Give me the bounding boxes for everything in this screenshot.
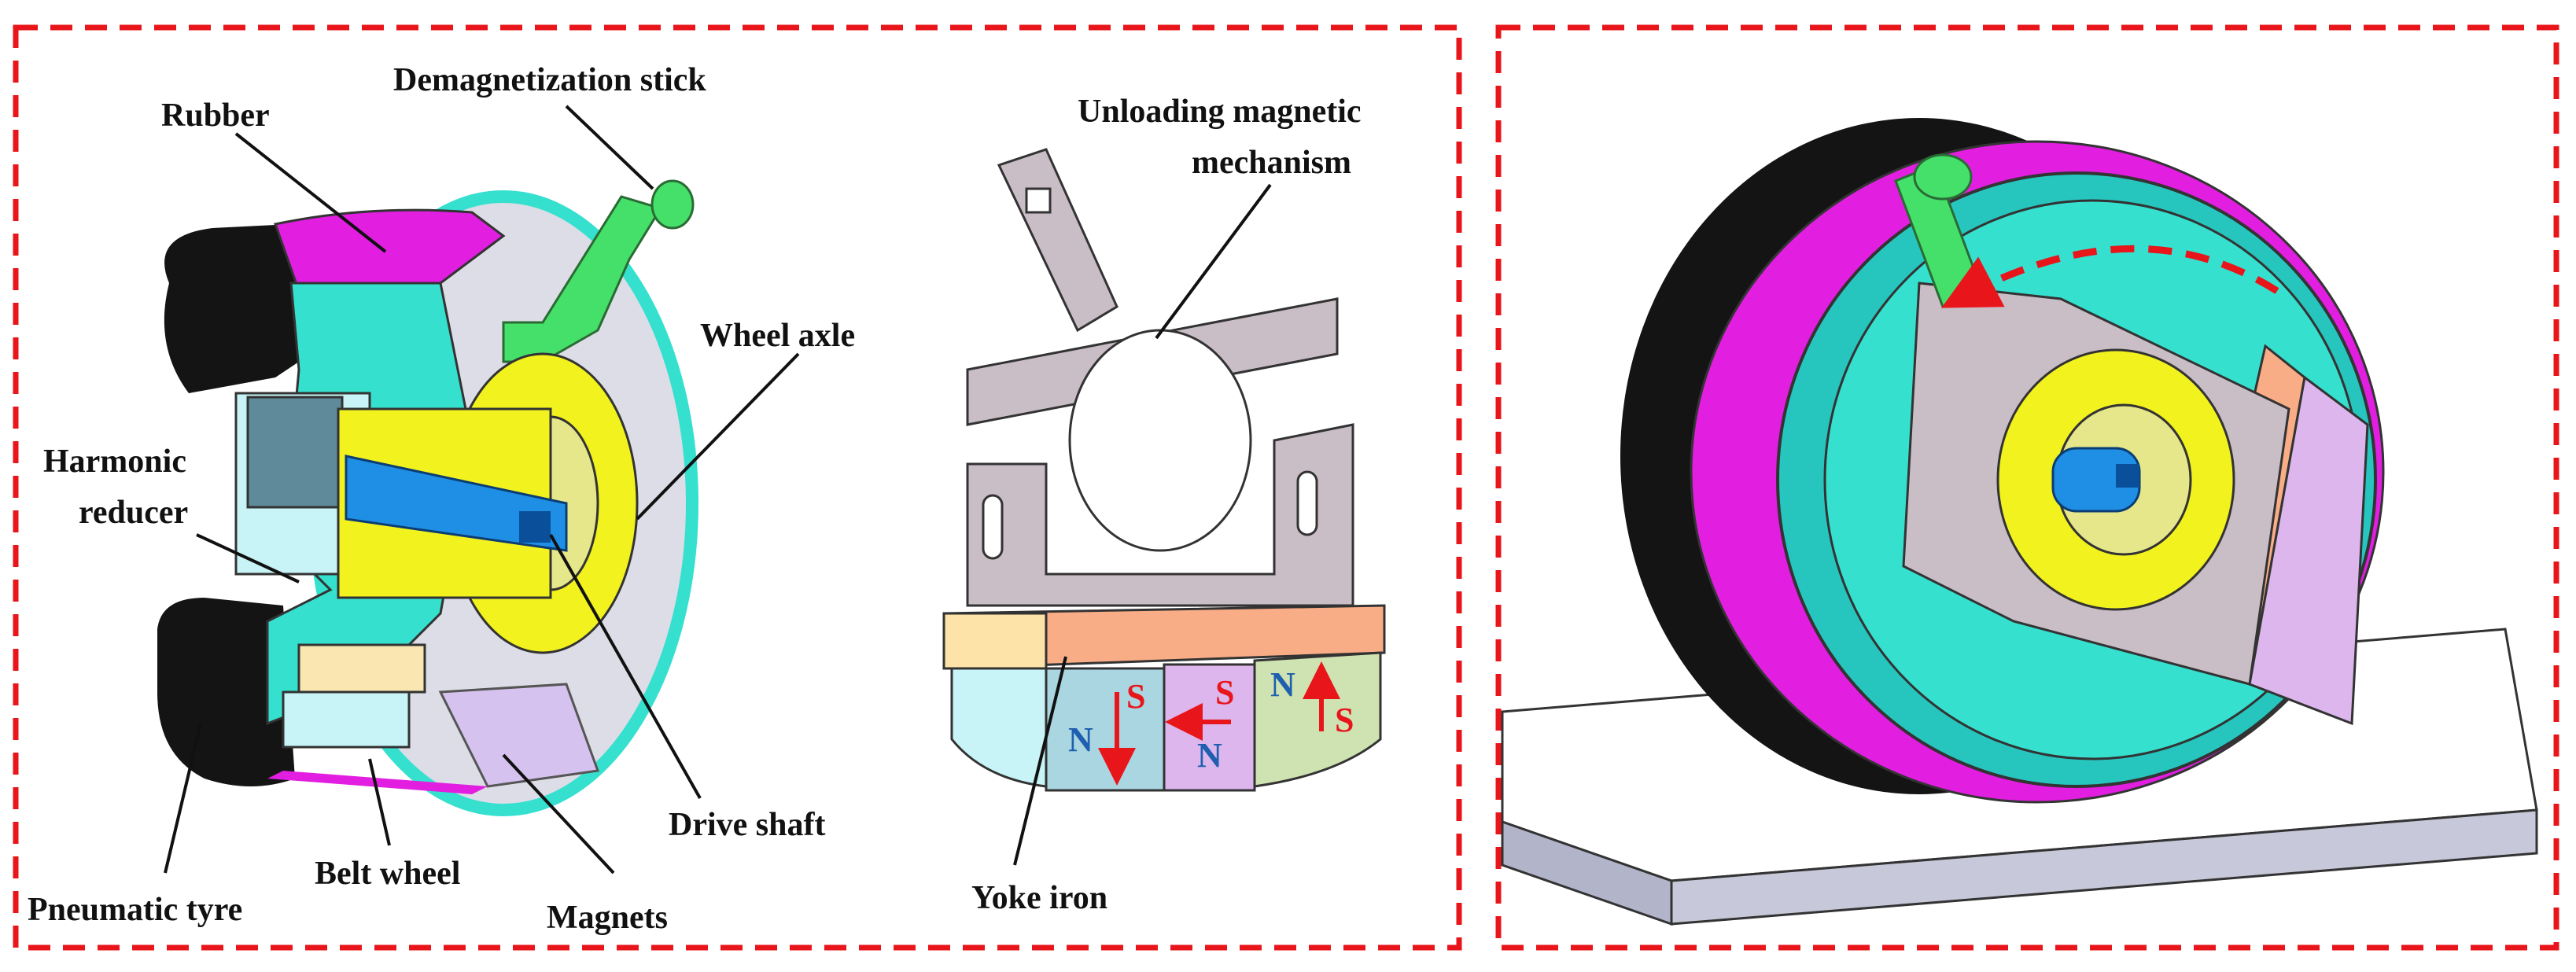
clamp-slot-left: [982, 494, 1004, 560]
label-unloading-line2: mechanism: [1192, 145, 1351, 181]
ground-side: [1501, 819, 1673, 926]
pole-3-top: N: [1270, 665, 1295, 704]
stick-handle: [650, 179, 695, 230]
reducer-plate: [246, 396, 344, 509]
belt-block: [297, 643, 426, 694]
label-unloading-line1: Unloading magnetic: [1078, 94, 1362, 130]
pole-1-bottom: N: [1068, 720, 1093, 759]
label-pneumatic-tyre: Pneumatic tyre: [28, 892, 242, 928]
leader-lines: [164, 105, 1272, 874]
right-panel-frame: [1495, 24, 2559, 951]
label-demagnetization-stick: Demagnetization stick: [393, 62, 706, 98]
leader-demag: [565, 105, 654, 190]
magnet-2: [1163, 663, 1256, 792]
leader-harmonic: [196, 533, 300, 584]
leader-unloading: [1155, 183, 1272, 340]
leader-pneumatic: [164, 723, 202, 874]
axle-end: [519, 511, 551, 543]
leader-drive-shaft: [549, 534, 702, 799]
blue-axle: [345, 455, 568, 552]
label-drive-shaft: Drive shaft: [669, 807, 825, 843]
magnet-1: [1045, 667, 1166, 792]
clamp-bottom: [966, 423, 1354, 607]
magnets-segment: [438, 683, 600, 788]
label-magnets: Magnets: [547, 900, 668, 936]
mount-arm-hole: [1025, 187, 1052, 214]
wheel-stick-handle: [1913, 153, 1973, 201]
mount-arm: [997, 148, 1118, 333]
wheel-axle-key: [2116, 464, 2139, 488]
label-belt-wheel: Belt wheel: [315, 856, 460, 892]
leader-rubber: [234, 132, 387, 253]
clamp-slot-right: [1296, 470, 1318, 536]
magnet-base-left: [950, 667, 1048, 788]
leader-magnets: [502, 753, 615, 874]
tyre-upper: [164, 224, 299, 393]
label-yoke-iron: Yoke iron: [971, 880, 1107, 916]
labels-left: Rubber Demagnetization stick Wheel axle …: [28, 62, 1362, 936]
label-reducer: reducer: [79, 495, 188, 531]
yoke-iron-end: [942, 612, 1048, 670]
panel-left: S N S N N S Rubber Demagnetization stick…: [13, 24, 1462, 951]
leader-belt-wheel: [368, 758, 391, 846]
pole-2-top: S: [1215, 673, 1234, 712]
pole-3-bottom: S: [1335, 701, 1354, 739]
left-panel-frame: [13, 24, 1462, 951]
purple-base: [267, 771, 488, 794]
rotation-arrow: [1941, 245, 2279, 308]
leader-yoke: [1013, 656, 1067, 866]
label-rubber: Rubber: [161, 98, 270, 134]
pole-1-top: S: [1126, 677, 1145, 716]
wheel-cutaway: [157, 179, 698, 816]
label-wheel-axle: Wheel axle: [700, 318, 855, 354]
pole-2-bottom: N: [1197, 736, 1222, 775]
panel-right: [1495, 24, 2559, 951]
rubber-band: [274, 208, 506, 293]
wheel-assembly: [1620, 118, 2385, 804]
unloading-mechanism: S N S N N S: [942, 148, 1386, 792]
belt-base: [282, 690, 411, 749]
tyre-lower: [157, 598, 295, 786]
clamp-bore: [1068, 329, 1252, 552]
leader-wheel-axle: [636, 352, 800, 521]
magnet-3: [1253, 651, 1382, 788]
label-harmonic: Harmonic: [43, 444, 186, 480]
wheel-magnets: [2248, 375, 2369, 726]
